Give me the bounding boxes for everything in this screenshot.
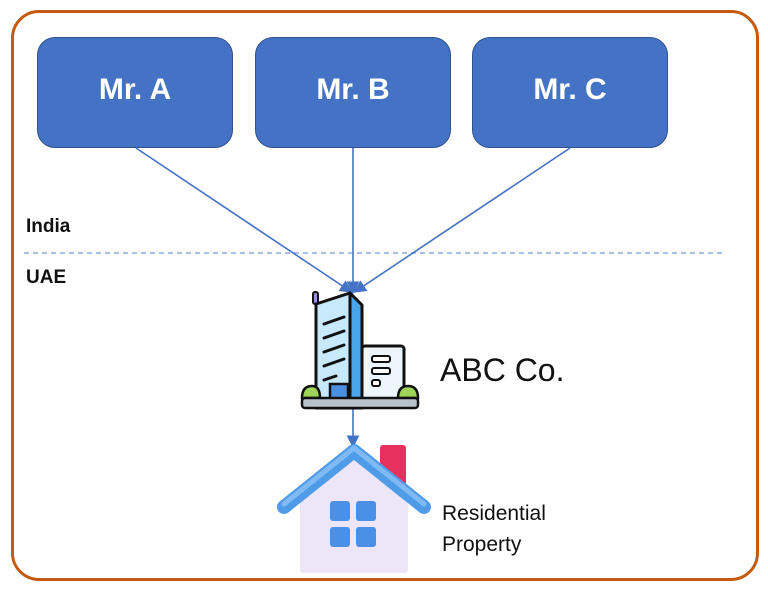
- region-label-uae: UAE: [26, 267, 67, 288]
- person-box-mr-c: Mr. C: [472, 37, 668, 148]
- person-label: Mr. A: [98, 72, 172, 106]
- property-label: Residential Property: [442, 498, 546, 560]
- property-label-line1: Residential: [442, 502, 546, 525]
- connector-mr-a: [135, 147, 353, 293]
- property-label-line2: Property: [442, 533, 522, 556]
- person-label: Mr. C: [533, 72, 607, 106]
- connector-mr-c: [353, 147, 571, 293]
- person-box-mr-b: Mr. B: [255, 37, 451, 148]
- person-label: Mr. B: [316, 72, 390, 106]
- diagram-frame: [11, 10, 759, 581]
- person-box-mr-a: Mr. A: [37, 37, 233, 148]
- region-label-india: India: [26, 216, 71, 237]
- office-building-icon: [300, 291, 420, 410]
- company-label: ABC Co.: [440, 352, 565, 388]
- house-icon: [277, 444, 431, 573]
